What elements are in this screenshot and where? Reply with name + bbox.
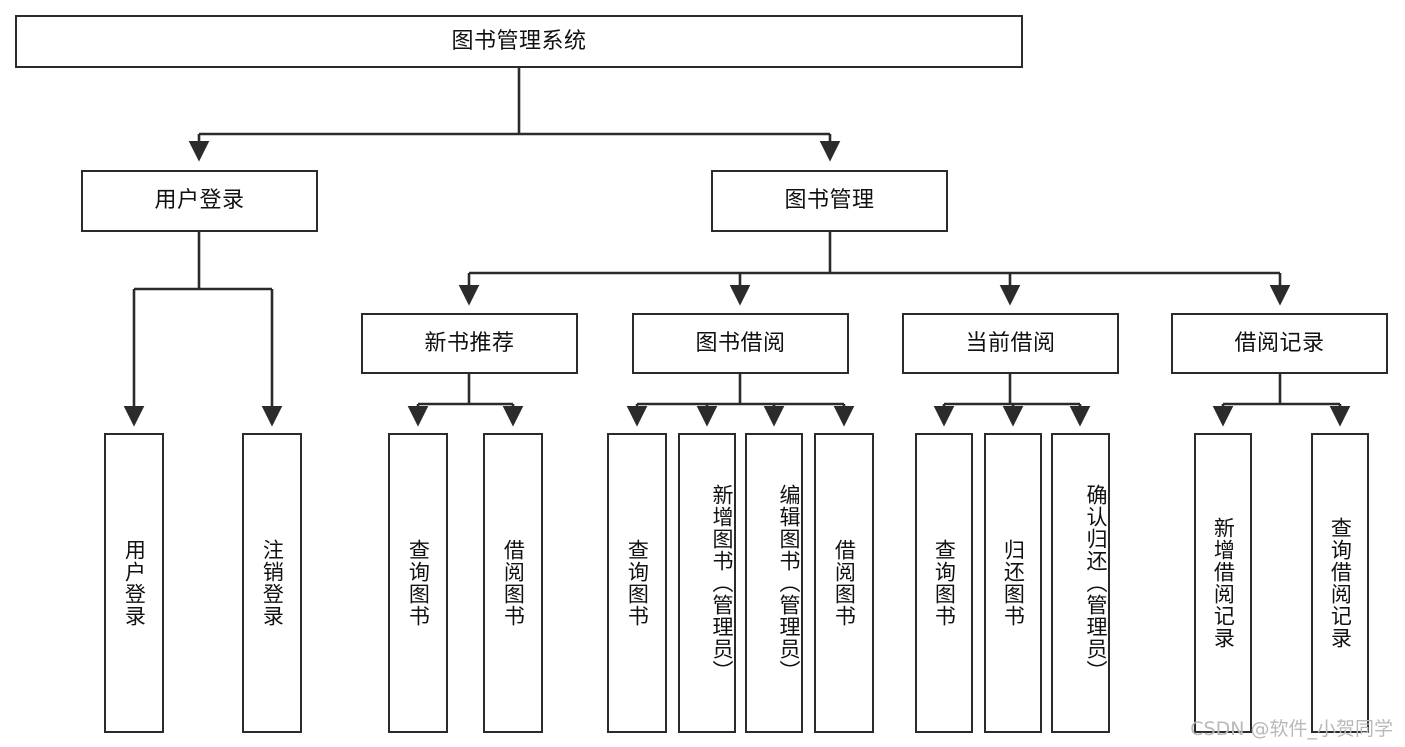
watermark-text: CSDN @软件_小贺同学 <box>1190 718 1393 740</box>
leaf-add-borrow-record[interactable]: 新增借阅记录 <box>1194 433 1252 733</box>
leaf-cur-query-book-label: 查询图书 <box>932 539 957 627</box>
leaf-borrow-query-book[interactable]: 查询图书 <box>607 433 667 733</box>
node-current-borrow[interactable]: 当前借阅 <box>902 313 1119 374</box>
leaf-confirm-return-admin[interactable]: 确认归还（管理员） <box>1051 433 1110 733</box>
leaf-user-logout[interactable]: 注销登录 <box>242 433 302 733</box>
node-new-book-rec[interactable]: 新书推荐 <box>361 313 578 374</box>
node-book-borrow-label: 图书借阅 <box>695 330 786 356</box>
leaf-cur-query-book[interactable]: 查询图书 <box>915 433 973 733</box>
node-root[interactable]: 图书管理系统 <box>15 15 1023 68</box>
leaf-add-book-admin-label: 新增图书（管理员） <box>710 484 734 682</box>
leaf-borrow-book[interactable]: 借阅图书 <box>814 433 874 733</box>
leaf-add-borrow-record-label: 新增借阅记录 <box>1211 517 1236 649</box>
node-book-manage[interactable]: 图书管理 <box>711 170 948 232</box>
leaf-rec-query-book-label: 查询图书 <box>406 539 431 627</box>
leaf-edit-book-admin-label: 编辑图书（管理员） <box>777 484 801 682</box>
leaf-add-book-admin[interactable]: 新增图书（管理员） <box>678 433 736 733</box>
node-book-borrow[interactable]: 图书借阅 <box>632 313 849 374</box>
leaf-return-book-label: 归还图书 <box>1001 539 1026 627</box>
node-borrow-record-label: 借阅记录 <box>1234 330 1325 356</box>
node-book-manage-label: 图书管理 <box>784 188 875 214</box>
leaf-rec-query-book[interactable]: 查询图书 <box>388 433 448 733</box>
leaf-return-book[interactable]: 归还图书 <box>984 433 1042 733</box>
node-user-login[interactable]: 用户登录 <box>81 170 318 232</box>
leaf-user-logout-label: 注销登录 <box>260 539 285 627</box>
leaf-confirm-return-admin-label: 确认归还（管理员） <box>1084 484 1108 682</box>
leaf-user-login[interactable]: 用户登录 <box>104 433 164 733</box>
leaf-user-login-label: 用户登录 <box>122 539 147 627</box>
node-root-label: 图书管理系统 <box>451 28 587 54</box>
leaf-query-borrow-record-label: 查询借阅记录 <box>1328 517 1353 649</box>
node-current-borrow-label: 当前借阅 <box>965 330 1056 356</box>
leaf-rec-borrow-book[interactable]: 借阅图书 <box>483 433 543 733</box>
leaf-rec-borrow-book-label: 借阅图书 <box>501 539 526 627</box>
node-new-book-rec-label: 新书推荐 <box>424 330 515 356</box>
leaf-borrow-query-book-label: 查询图书 <box>625 539 650 627</box>
node-user-login-label: 用户登录 <box>154 188 245 214</box>
leaf-borrow-book-label: 借阅图书 <box>832 539 857 627</box>
leaf-query-borrow-record[interactable]: 查询借阅记录 <box>1311 433 1369 733</box>
leaf-edit-book-admin[interactable]: 编辑图书（管理员） <box>745 433 803 733</box>
node-borrow-record[interactable]: 借阅记录 <box>1171 313 1388 374</box>
